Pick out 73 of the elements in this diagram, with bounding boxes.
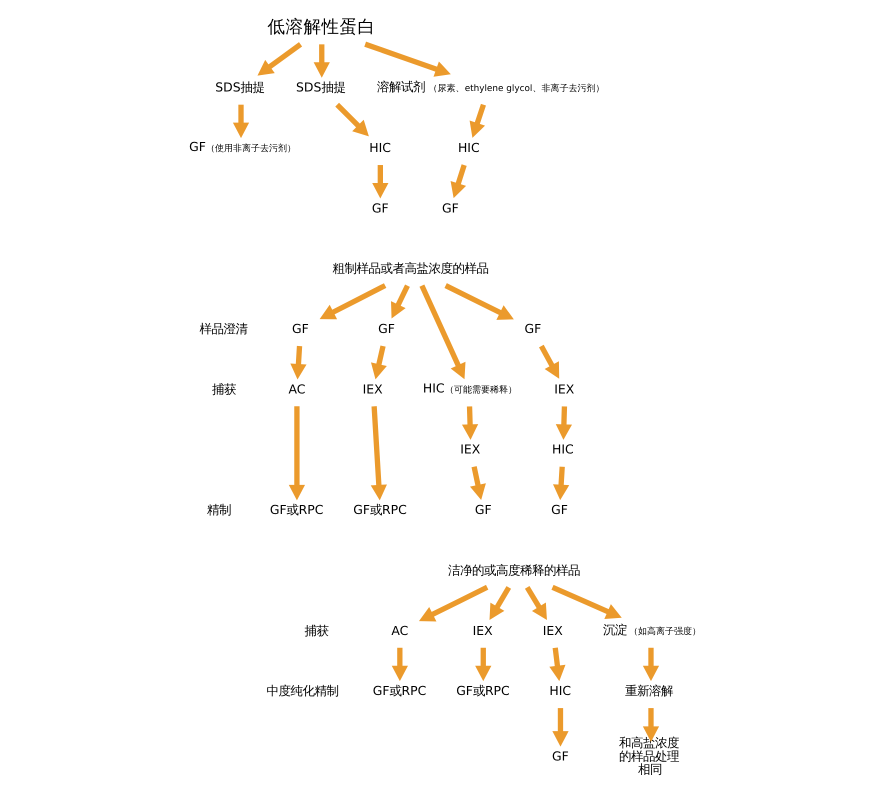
- label: 捕获: [304, 622, 328, 638]
- arrow: [372, 165, 388, 198]
- arrow: [364, 42, 451, 77]
- arrow: [552, 708, 569, 747]
- label: 样品澄清: [199, 321, 248, 336]
- arrow: [390, 284, 410, 319]
- label: 精制: [206, 502, 231, 518]
- node-text: IEX: [362, 381, 383, 396]
- arrow: [470, 466, 486, 500]
- node-text: HIC: [549, 683, 572, 698]
- node-text: IEX: [472, 622, 493, 638]
- arrow: [475, 648, 492, 682]
- node-text: 粗制样品或者高盐浓度的样品: [332, 260, 488, 276]
- arrow: [551, 584, 622, 619]
- arrow: [419, 284, 466, 380]
- node-text: GF: [189, 139, 206, 154]
- arrow: [524, 586, 547, 620]
- node-text: AC: [391, 622, 408, 638]
- node-text: HIC: [369, 140, 391, 156]
- arrow: [490, 586, 512, 620]
- node-text: 溶解试剂: [377, 78, 426, 94]
- node-text: 低溶解性蛋白: [268, 18, 376, 38]
- node-text: HIC: [422, 380, 445, 396]
- arrow: [392, 648, 408, 682]
- node-text: IEX: [542, 622, 563, 638]
- node-text: SDS抽提: [296, 80, 346, 95]
- label: 捕获: [212, 381, 236, 396]
- node-text: HIC: [552, 442, 574, 457]
- arrow: [320, 283, 386, 320]
- node-text: 沉淀: [603, 622, 628, 637]
- arrow: [539, 344, 560, 379]
- node-text: GF: [552, 748, 569, 764]
- arrow: [288, 406, 306, 500]
- arrow: [335, 102, 369, 136]
- node-label: （尿素、ethylene glycol、非离子去污剂）: [428, 84, 604, 94]
- arrow: [370, 406, 387, 500]
- arrow: [556, 406, 572, 440]
- node-text: IEX: [554, 381, 574, 396]
- node-label: （可能需要稀释）: [445, 386, 518, 396]
- node-text: 重新溶解: [625, 683, 674, 698]
- node-text: 洁净的或高度稀释的样品: [448, 562, 580, 578]
- arrow: [450, 164, 467, 198]
- arrow: [370, 345, 387, 380]
- node-text: GF: [442, 200, 459, 216]
- node-text: GF: [551, 502, 568, 518]
- node-text: HIC: [458, 140, 480, 156]
- node-label: （如高离子强度）: [628, 626, 701, 637]
- arrow: [257, 42, 302, 76]
- arrow: [642, 708, 660, 742]
- arrow: [553, 466, 570, 500]
- node-text: GF: [292, 321, 309, 336]
- node-label: （使用非离子去污剂）: [206, 144, 296, 154]
- node-text: GF: [372, 200, 389, 216]
- arrow: [642, 648, 660, 682]
- node-text: IEX: [460, 442, 480, 457]
- node-text: GF: [474, 502, 492, 518]
- node-text: AC: [288, 381, 306, 396]
- arrow: [470, 104, 486, 138]
- node-text: GF: [524, 321, 542, 336]
- node-text: SDS抽提: [215, 80, 265, 95]
- arrow: [290, 346, 307, 380]
- node-text: GF或RPC: [270, 502, 324, 518]
- node-text: GF或RPC: [456, 683, 510, 698]
- arrow: [462, 406, 478, 440]
- arrow: [232, 104, 250, 138]
- node-text: GF或RPC: [353, 502, 407, 518]
- arrow: [314, 44, 330, 78]
- arrow: [549, 647, 566, 682]
- node-text: GF或RPC: [372, 683, 426, 698]
- arrow: [418, 584, 488, 622]
- arrow: [444, 283, 514, 320]
- label: 中度纯化精制: [266, 683, 339, 698]
- node-text: GF: [378, 321, 395, 336]
